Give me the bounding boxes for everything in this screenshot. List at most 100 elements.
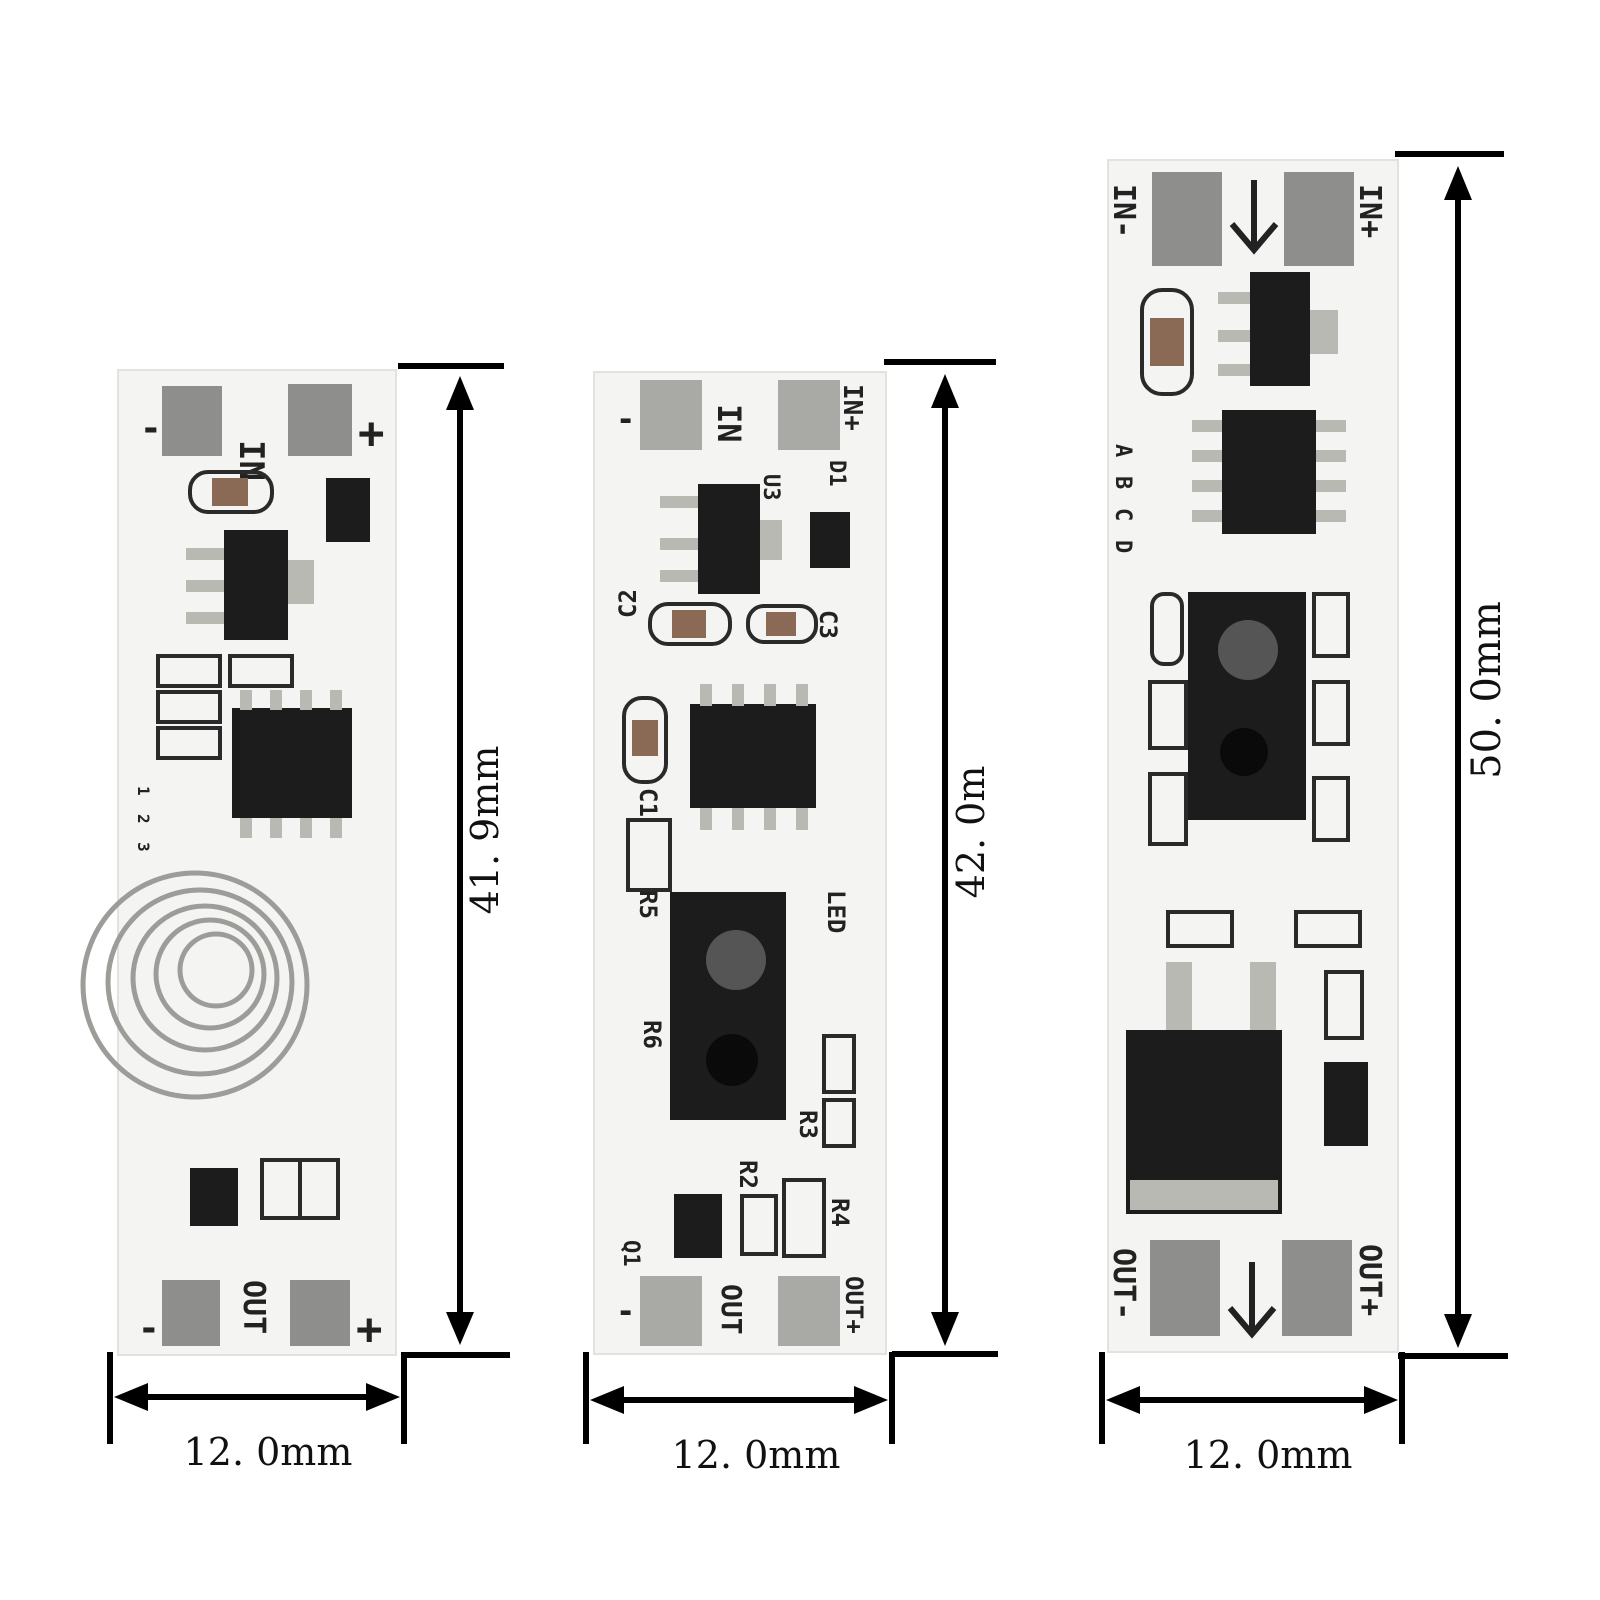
- resistor-frame: [1312, 776, 1350, 842]
- ic-soic8: [1222, 410, 1316, 534]
- ic-pin: [1316, 450, 1346, 462]
- ic-pin: [732, 808, 744, 830]
- c1-frame: [622, 696, 668, 784]
- board-2-width-label: 12. 0mm: [672, 1433, 841, 1477]
- ic-pin: [1316, 480, 1346, 492]
- regulator-pin: [660, 570, 700, 582]
- ic-pin: [796, 684, 808, 706]
- silk-c3: C3: [814, 610, 842, 639]
- board-3: IN- IN+ A B C D: [1106, 159, 1399, 1353]
- silk-plus-bottom: +: [356, 1304, 383, 1355]
- silk-a: A: [1110, 444, 1135, 457]
- regulator-tab: [288, 560, 314, 604]
- c3-frame: [746, 604, 818, 644]
- capacitor-frame: [1140, 288, 1194, 396]
- silk-r6: R6: [638, 1020, 666, 1049]
- voltage-regulator: [224, 530, 288, 640]
- ic-pin: [240, 818, 252, 838]
- diode: [1324, 1062, 1368, 1146]
- silk-out-plus: OUT+: [840, 1276, 868, 1334]
- board-1: - + IN 1 2 3: [80, 369, 397, 1356]
- c2: [672, 610, 706, 638]
- ic-pin: [1192, 420, 1222, 432]
- ic-pin: [732, 684, 744, 706]
- ic-soic8: [690, 704, 816, 808]
- resistor-frame: [1148, 680, 1188, 750]
- silk-minus-bottom: -: [138, 1308, 160, 1349]
- ic-pin: [300, 690, 312, 710]
- silk-d1: D1: [824, 460, 849, 487]
- resistor-frame: [298, 1158, 340, 1220]
- ic-pin: [1192, 510, 1222, 522]
- board-1-height-label: 41. 9mm: [463, 746, 507, 915]
- voltage-regulator: [1250, 272, 1310, 386]
- regulator-pin: [1218, 330, 1252, 342]
- out-minus-pad: [1150, 1240, 1220, 1336]
- ic-pin: [700, 808, 712, 830]
- silk-r3: R3: [794, 1110, 822, 1139]
- resistor-frame: [1150, 592, 1184, 666]
- ic-pin: [1192, 480, 1222, 492]
- regulator-pin: [660, 538, 700, 550]
- ir-emitter-lens: [706, 930, 766, 990]
- silk-out-minus: OUT-: [1106, 1248, 1141, 1320]
- silk-minus-top: -: [140, 408, 162, 449]
- c2-frame: [648, 602, 732, 646]
- ic-pin: [1316, 420, 1346, 432]
- resistor-frame: [740, 1194, 778, 1256]
- regulator-pin: [1218, 364, 1252, 376]
- board-2: - IN IN+ U3 D1 C2 C3 C1 R5: [593, 371, 887, 1355]
- silk-r5: R5: [634, 890, 662, 919]
- ir-sensor: [670, 892, 786, 1120]
- ic-pin: [270, 818, 282, 838]
- silk-in: IN: [710, 404, 748, 443]
- resistor-frame: [822, 1098, 856, 1148]
- diode: [326, 478, 370, 542]
- silk-led: LED: [822, 890, 850, 933]
- ic-pin: [270, 690, 282, 710]
- out-plus-pad: [778, 1276, 840, 1346]
- voltage-regulator: [698, 484, 760, 594]
- board-3-height-label: 50. 0mm: [1464, 601, 1510, 779]
- mosfet-tab: [1130, 1180, 1278, 1210]
- out-minus-pad: [640, 1276, 702, 1346]
- board-2-height-label: 42. 0m: [949, 766, 993, 899]
- board-1-width-label: 12. 0mm: [184, 1430, 353, 1474]
- silk-in-plus: IN+: [837, 384, 867, 431]
- board-1-dimensions: 41. 9mm 12. 0mm: [107, 363, 510, 1474]
- in-plus-pad: [1284, 172, 1354, 266]
- ic-pin: [700, 684, 712, 706]
- silk-c1: C1: [634, 788, 662, 817]
- ic-soic8: [232, 708, 352, 818]
- board-2-dimensions: 42. 0m 12. 0mm: [583, 359, 998, 1477]
- silk-out-plus: OUT+: [1352, 1244, 1387, 1316]
- resistor-frame: [1324, 970, 1364, 1040]
- regulator-tab: [760, 520, 782, 560]
- r5-frame: [626, 818, 672, 892]
- ic-pin: [240, 690, 252, 710]
- silk-out: OUT: [236, 1280, 271, 1334]
- arrow-down-icon: [1229, 180, 1279, 255]
- ir-emitter-lens: [1218, 620, 1278, 680]
- silk-in-minus: IN-: [1106, 184, 1141, 238]
- silk-out: OUT: [715, 1284, 748, 1335]
- c3: [766, 612, 796, 636]
- mosfet-lead: [1166, 962, 1192, 1032]
- silk-row-1: 1: [134, 786, 153, 796]
- ic-pin: [764, 684, 776, 706]
- ic-pin: [300, 818, 312, 838]
- silk-r2: R2: [734, 1160, 762, 1189]
- out-plus-pad: [1282, 1240, 1352, 1336]
- in-minus-pad: [640, 380, 702, 450]
- c1: [632, 720, 658, 756]
- resistor-frame: [1312, 680, 1350, 746]
- regulator-pin: [186, 548, 226, 560]
- silk-d: D: [1110, 540, 1135, 553]
- regulator-pin: [186, 612, 226, 624]
- in-minus-pad: [162, 386, 222, 456]
- resistor-frame: [822, 1034, 856, 1094]
- capacitor: [1150, 318, 1184, 366]
- capacitor: [212, 478, 248, 506]
- regulator-tab: [1310, 310, 1338, 354]
- resistor-frame: [1312, 592, 1350, 658]
